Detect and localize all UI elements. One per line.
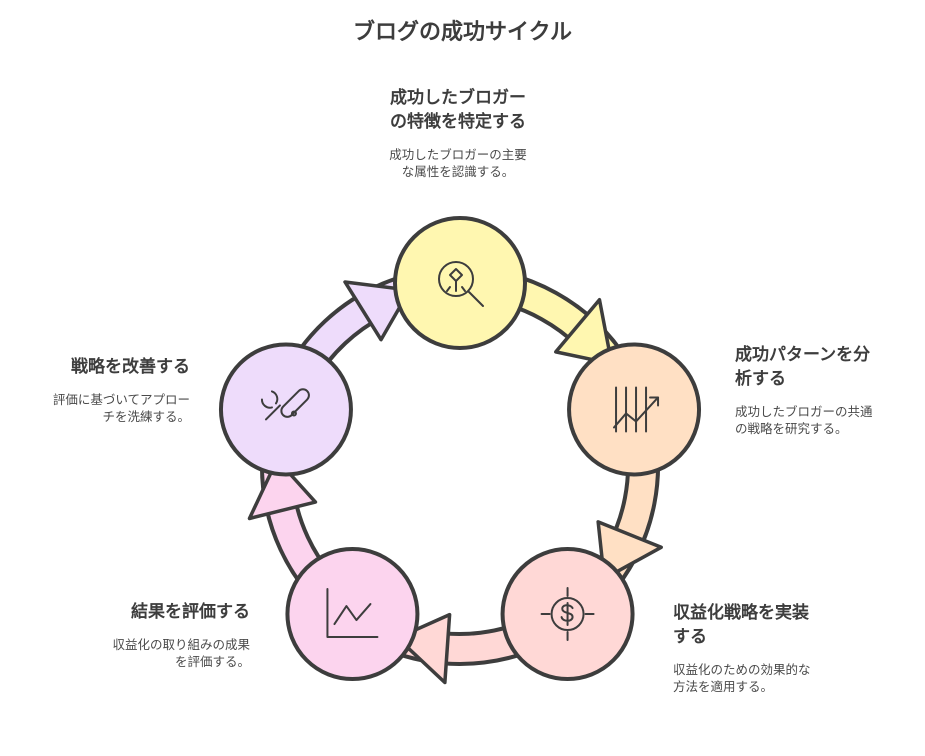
step-2-title: 成功パターンを分 析する xyxy=(735,343,915,391)
step-2-desc-line1: 成功したブロガーの共通 xyxy=(735,404,873,419)
step-2-title-line1: 成功パターンを分 xyxy=(735,345,871,365)
step-1-desc-line1: 成功したブロガーの主要 xyxy=(389,147,527,162)
step-3-desc-line1: 収益化のための効果的な xyxy=(673,662,811,677)
tools-icon xyxy=(260,388,310,421)
step-5-title: 戦略を改善する xyxy=(71,357,190,377)
step-3-title-line1: 収益化戦略を実装 xyxy=(673,603,809,623)
step-4-desc: 収益化の取り組みの成果 を評価する。 xyxy=(50,636,250,670)
step-2-title-line2: 析する xyxy=(735,369,786,389)
step-2-desc-line2: の戦略を研究する。 xyxy=(735,421,848,436)
arrowhead xyxy=(247,457,318,521)
arrowhead xyxy=(554,298,614,366)
dollar-target-icon xyxy=(540,587,595,642)
growth-chart-icon xyxy=(613,386,660,433)
step-3-desc-line2: 方法を適用する。 xyxy=(673,679,774,694)
step-5-desc: 評価に基づいてアプロー チを洗練する。 xyxy=(0,391,190,425)
step-3-desc: 収益化のための効果的な 方法を適用する。 xyxy=(673,661,873,695)
step-4-desc-line2: を評価する。 xyxy=(174,654,250,669)
step-3-title: 収益化戦略を実装 する xyxy=(673,601,873,649)
idea-search-icon xyxy=(438,261,484,307)
step-1-circle xyxy=(393,216,527,350)
step-1-title-line1: 成功したブロガー xyxy=(390,88,526,108)
step-4-title: 結果を評価する xyxy=(131,602,250,622)
arrowhead xyxy=(395,612,452,685)
step-1-title-line2: の特徴を特定する xyxy=(390,112,526,132)
step-2-circle xyxy=(567,342,702,477)
step-1-desc: 成功したブロガーの主要 な属性を認識する。 xyxy=(340,146,576,180)
step-1-title: 成功したブロガー の特徴を特定する xyxy=(340,86,576,134)
step-1-desc-line2: な属性を認識する。 xyxy=(401,164,515,179)
step-3-title-line2: する xyxy=(673,627,707,647)
line-chart-icon xyxy=(326,588,379,639)
arrowhead xyxy=(596,520,663,581)
arrowhead xyxy=(343,280,412,342)
step-5-desc-line2: チを洗練する。 xyxy=(102,409,190,424)
diagram-title: ブログの成功サイクル xyxy=(353,20,572,45)
step-5-desc-line1: 評価に基づいてアプロー xyxy=(52,392,190,407)
step-4-desc-line1: 収益化の取り組みの成果 xyxy=(112,637,250,652)
step-5-circle xyxy=(218,342,353,477)
step-2-desc: 成功したブロガーの共通 の戦略を研究する。 xyxy=(735,403,915,437)
